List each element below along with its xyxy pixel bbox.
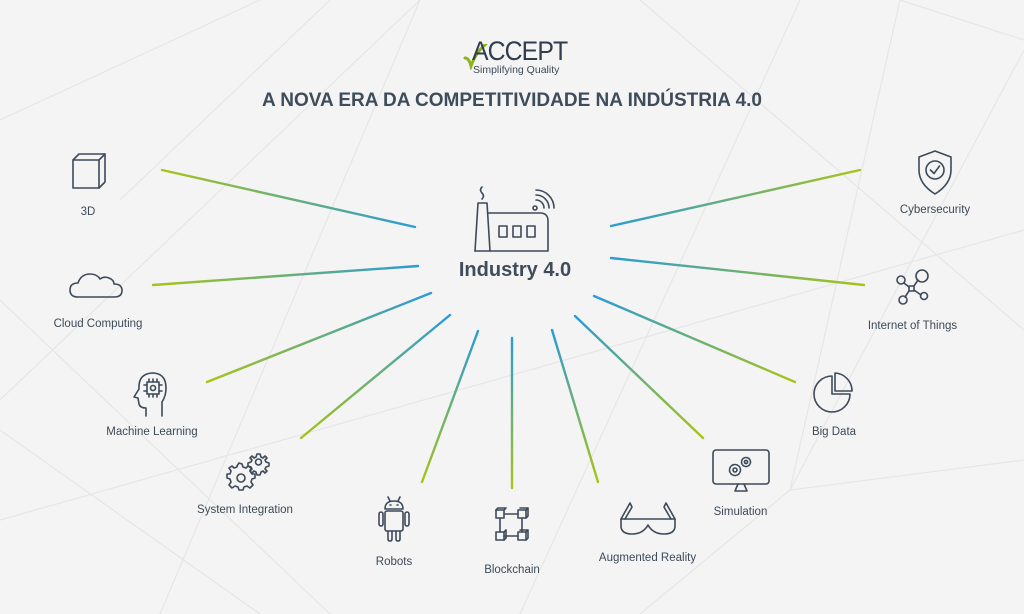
node-label: Simulation [713, 506, 768, 518]
logo-wordmark: ACCEPT [472, 36, 568, 66]
node-label: Cloud Computing [53, 318, 143, 330]
network-nodes-icon [895, 269, 929, 305]
connector-iot [609, 256, 866, 287]
hub-label: Industry 4.0 [458, 259, 572, 281]
connector-bigdata [592, 294, 797, 384]
shield-check-icon [918, 150, 952, 195]
hub-industry-4-0: Industry 4.0 [440, 183, 590, 281]
cube-icon [72, 153, 106, 189]
connector-ar [550, 328, 600, 484]
node-cybersecurity: Cybersecurity [890, 148, 980, 216]
node-label: System Integration [197, 504, 293, 516]
accept-logo: ACCEPT Simplifying Quality [462, 36, 572, 80]
node-system-integration: System Integration [185, 450, 305, 516]
cloud-icon [69, 273, 123, 298]
node-label: Big Data [811, 426, 857, 438]
connector-cloud [151, 264, 420, 287]
node-cloud-computing: Cloud Computing [38, 268, 158, 330]
gears-icon [226, 453, 270, 491]
connector-sysint [299, 313, 452, 440]
head-chip-icon [133, 372, 167, 417]
monitor-gears-icon [711, 449, 770, 492]
node-robots: Robots [364, 495, 424, 568]
node-simulation: Simulation [703, 448, 778, 518]
node-internet-of-things: Internet of Things [855, 266, 970, 332]
connector-ml [205, 291, 433, 384]
node-label: Robots [375, 556, 413, 568]
page-title: A NOVA ERA DA COMPETITIVIDADE NA INDÚSTR… [261, 90, 762, 111]
node-machine-learning: Machine Learning [92, 370, 212, 438]
blockchain-icon [495, 507, 529, 541]
node-augmented-reality: Augmented Reality [585, 497, 710, 564]
node-label: Cybersecurity [899, 204, 971, 216]
node-3d: 3D [58, 151, 118, 218]
connector-3d [160, 168, 417, 229]
pie-chart-icon [813, 372, 853, 413]
checkmark-logo-icon [463, 44, 488, 70]
robot-icon [378, 496, 410, 542]
connector-cyber [609, 168, 862, 228]
connector-robots [420, 329, 480, 484]
connector-sim [573, 314, 705, 440]
logo-tagline: Simplifying Quality [473, 64, 560, 76]
node-big-data: Big Data [800, 372, 868, 438]
node-label: Internet of Things [867, 320, 958, 332]
node-label: Machine Learning [106, 426, 198, 438]
node-label: Augmented Reality [598, 552, 697, 564]
factory-icon [474, 186, 555, 252]
vr-goggles-icon [619, 502, 676, 535]
node-blockchain: Blockchain [472, 506, 552, 576]
node-label: 3D [80, 206, 96, 218]
node-label: Blockchain [484, 564, 540, 576]
